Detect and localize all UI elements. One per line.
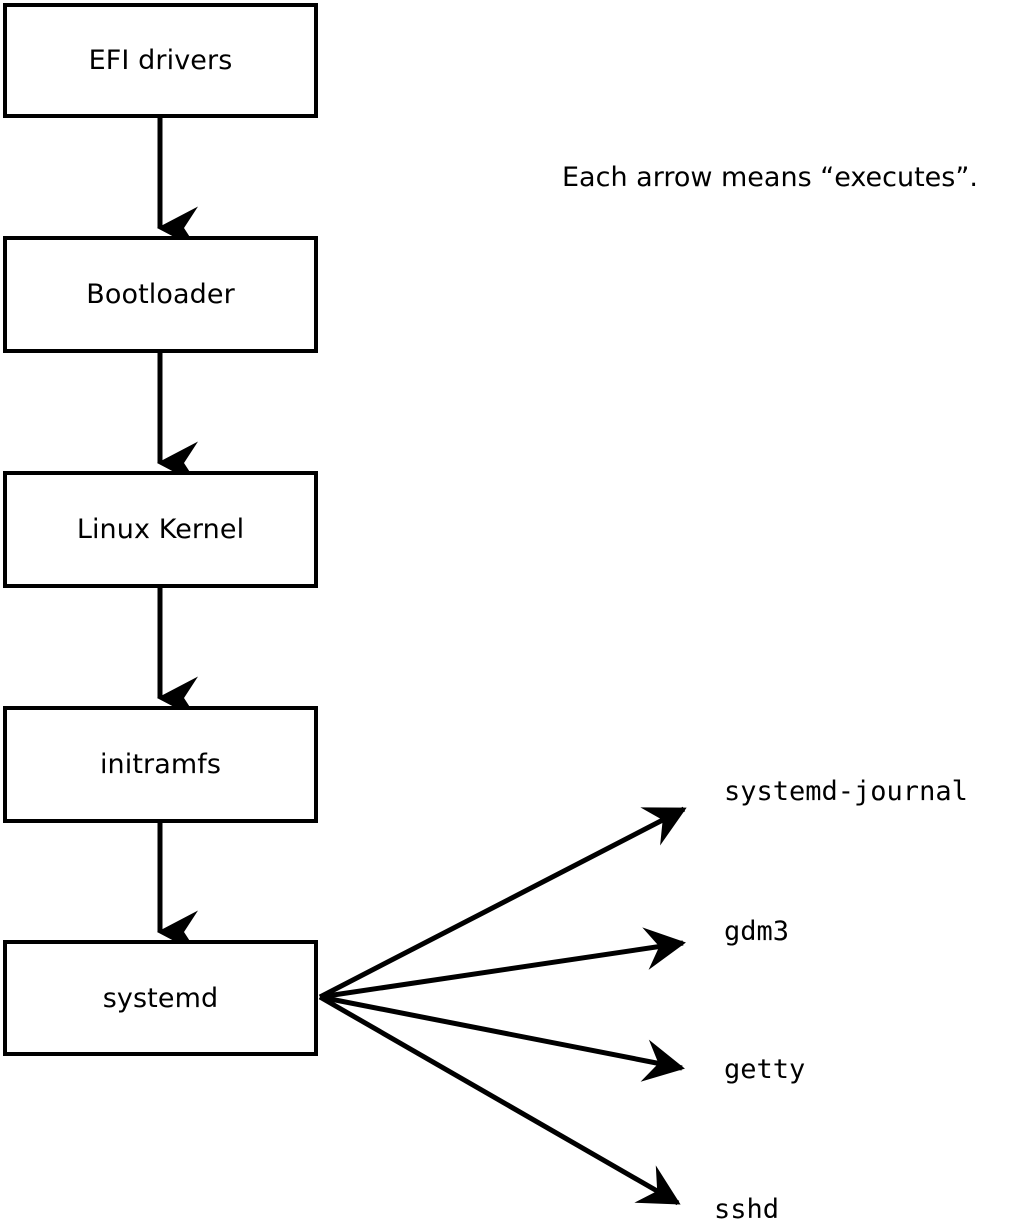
service-label-getty: getty	[724, 1054, 806, 1085]
service-label-sshd: sshd	[714, 1194, 780, 1225]
arrow-systemd-to-systemd-journal	[318, 806, 687, 1000]
stage-label-initramfs: initramfs	[99, 749, 222, 780]
stage-box-efi-drivers: EFI drivers	[3, 3, 318, 118]
arrow-systemd-to-sshd	[318, 994, 681, 1206]
stage-box-systemd: systemd	[3, 940, 318, 1056]
stage-label-efi-drivers: EFI drivers	[88, 45, 233, 76]
arrow-systemd-to-gdm3	[319, 927, 686, 1000]
fanout-arrow-group	[318, 806, 687, 1206]
legend-note: Each arrow means “executes”.	[562, 162, 978, 193]
service-label-systemd-journal: systemd-journal	[724, 776, 968, 807]
stage-label-linux-kernel: Linux Kernel	[76, 514, 245, 545]
arrow-systemd-to-getty	[319, 994, 685, 1082]
stage-box-bootloader: Bootloader	[3, 236, 318, 353]
stage-box-linux-kernel: Linux Kernel	[3, 471, 318, 588]
stage-label-systemd: systemd	[102, 982, 219, 1014]
stage-box-initramfs: initramfs	[3, 706, 318, 823]
service-label-gdm3: gdm3	[724, 916, 790, 947]
stage-label-bootloader: Bootloader	[86, 279, 235, 310]
